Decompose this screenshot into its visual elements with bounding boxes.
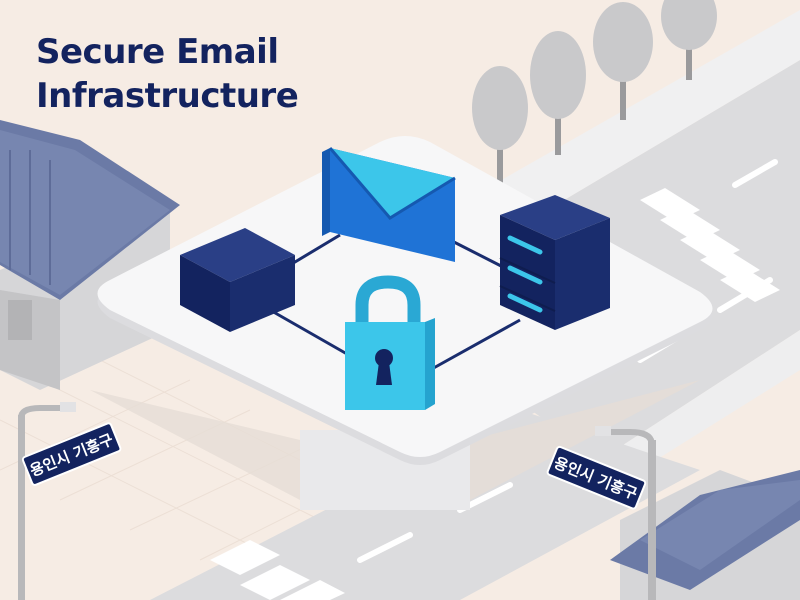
street-lamp-left: [18, 402, 76, 600]
server-icon: [499, 195, 610, 330]
trees: [472, 0, 717, 190]
street-lamp-right: [595, 426, 656, 600]
ground-tiles: [0, 319, 401, 561]
page-title: Secure Email Infrastructure: [36, 30, 299, 118]
envelope-icon: [322, 147, 456, 262]
cube-icon: [180, 228, 295, 332]
network-lines: [269, 233, 521, 372]
house-right: [610, 470, 800, 600]
lock-icon: [345, 275, 435, 410]
title-line-1: Secure Email: [36, 32, 279, 72]
house-left: [0, 120, 180, 390]
title-line-2: Infrastructure: [36, 76, 299, 116]
